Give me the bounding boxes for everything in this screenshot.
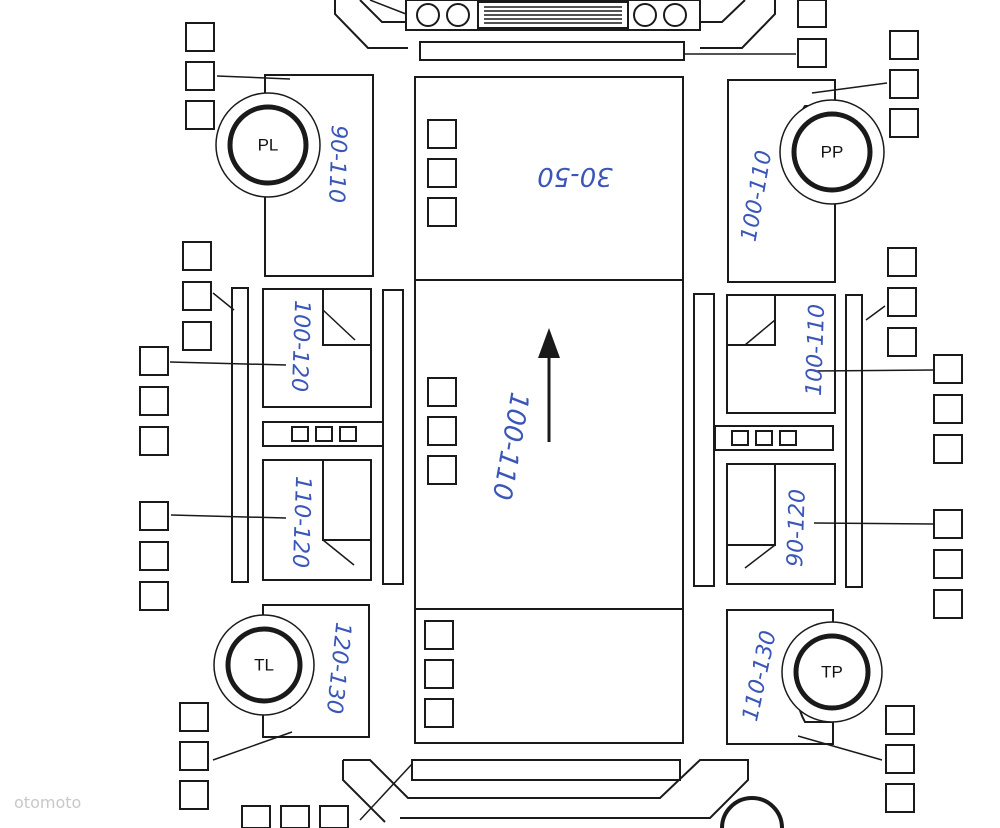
rear-bumper-strip xyxy=(411,759,681,781)
check-box xyxy=(887,327,917,357)
check-box xyxy=(427,455,457,485)
check-box xyxy=(280,805,310,828)
reading-front-right-door: 100-110 xyxy=(802,304,830,397)
headlight-left-2 xyxy=(446,3,470,27)
reading-rear-left-door: 110-120 xyxy=(287,476,315,569)
front-right-wheel xyxy=(791,111,873,193)
front-right-fender xyxy=(727,79,888,283)
check-box xyxy=(427,416,457,446)
headlight-right-2 xyxy=(663,3,687,27)
arrow-head xyxy=(538,328,560,358)
front-left-fender xyxy=(215,74,374,277)
check-box xyxy=(424,698,454,728)
reading-rear-right-door: 90-120 xyxy=(783,489,811,568)
check-box xyxy=(179,741,209,771)
rear-left-wheel xyxy=(225,626,303,704)
check-box xyxy=(889,108,919,138)
rear-right-wheel xyxy=(793,633,871,711)
check-box xyxy=(427,377,457,407)
check-box xyxy=(139,581,169,611)
check-box xyxy=(933,509,963,539)
rear-right-fender xyxy=(726,609,883,761)
right-sill xyxy=(845,294,863,588)
reading-roof: 30-50 xyxy=(537,161,613,191)
rear-bumper xyxy=(342,759,784,828)
check-box xyxy=(933,394,963,424)
check-box xyxy=(139,501,169,531)
right-pillar xyxy=(693,293,715,587)
check-box xyxy=(889,69,919,99)
check-box xyxy=(885,705,915,735)
front-right-door xyxy=(726,294,836,414)
check-box xyxy=(885,783,915,813)
check-box xyxy=(139,426,169,456)
reading-front-left-door: 100-120 xyxy=(286,300,314,393)
check-box xyxy=(797,38,827,68)
check-box xyxy=(319,805,349,828)
check-box xyxy=(424,659,454,689)
check-box xyxy=(185,61,215,91)
rear-left-door xyxy=(262,459,372,581)
wheel-label-rear-right: TP xyxy=(821,663,843,682)
right-doors xyxy=(693,293,936,588)
check-box xyxy=(185,100,215,130)
headlight-left xyxy=(416,3,440,27)
watermark: otomoto xyxy=(14,793,81,812)
check-box xyxy=(427,197,457,227)
check-box xyxy=(427,119,457,149)
check-box xyxy=(887,247,917,277)
check-box xyxy=(179,780,209,810)
check-box xyxy=(241,805,271,828)
check-box xyxy=(427,158,457,188)
check-box xyxy=(185,22,215,52)
check-box xyxy=(885,744,915,774)
left-pillar xyxy=(382,289,404,585)
rear-right-door xyxy=(726,463,836,585)
check-box xyxy=(933,549,963,579)
check-box xyxy=(182,321,212,351)
rear-left-fender xyxy=(212,604,370,761)
check-box xyxy=(182,241,212,271)
check-box xyxy=(933,589,963,619)
reading-front-left-fender: 90-110 xyxy=(323,125,351,204)
check-box xyxy=(139,541,169,571)
check-box xyxy=(933,434,963,464)
wheel-label-rear-left: TL xyxy=(254,656,274,675)
check-box xyxy=(139,386,169,416)
check-box xyxy=(179,702,209,732)
car-body xyxy=(414,76,684,744)
check-box xyxy=(182,281,212,311)
wheel-label-front-right: PP xyxy=(821,143,844,162)
check-box xyxy=(139,346,169,376)
check-box xyxy=(424,620,454,650)
check-box xyxy=(887,287,917,317)
wheel-label-front-left: PL xyxy=(258,136,279,155)
front-left-wheel xyxy=(227,104,309,186)
front-bumper xyxy=(334,0,796,61)
check-box xyxy=(889,30,919,60)
left-sill xyxy=(231,287,249,583)
check-boxes xyxy=(139,0,963,828)
check-box xyxy=(933,354,963,384)
check-box xyxy=(797,0,827,28)
front-bumper-strip xyxy=(419,41,685,61)
headlight-right xyxy=(633,3,657,27)
front-left-door xyxy=(262,288,372,408)
left-doors xyxy=(169,287,404,585)
